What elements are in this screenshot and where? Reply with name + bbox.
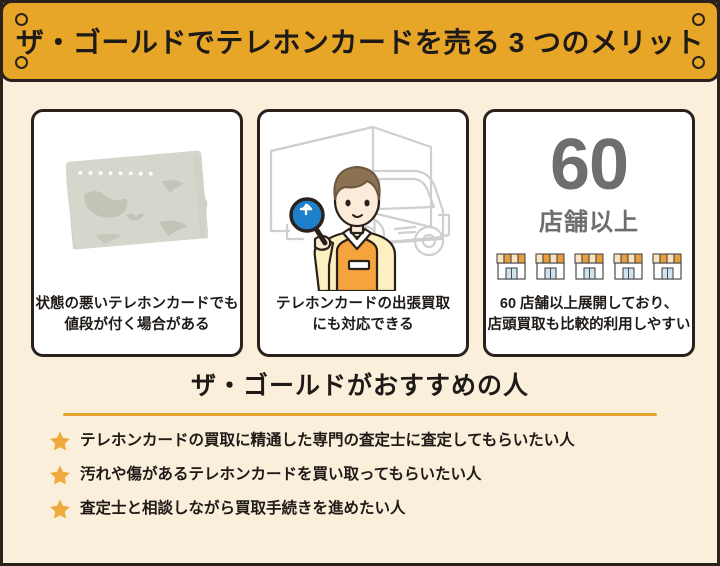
benefit-card-2-caption: テレホンカードの出張買取 にも対応できる (260, 294, 466, 354)
appraiser-truck-illustration (269, 125, 451, 291)
rivet-top-left-icon (15, 13, 28, 26)
list-item: 査定士と相談しながら買取手続きを進めたい人 (49, 498, 689, 520)
star-icon (50, 431, 70, 451)
benefit-card-3: 60 店舗以上 (483, 109, 695, 357)
damaged-telephone-card-icon (34, 112, 240, 294)
store-count-label: 店舗以上 (539, 208, 639, 236)
rivet-bottom-right-icon (692, 56, 705, 69)
damaged-card-illustration (65, 150, 209, 250)
star-icon (50, 499, 70, 519)
header-banner: ザ・ゴールドでテレホンカードを売る 3 つのメリット (3, 3, 717, 82)
section-divider (63, 413, 657, 416)
recommend-list: テレホンカードの買取に精通した専門の査定士に査定してもらいたい人 汚れや傷がある… (31, 430, 689, 520)
rivet-bottom-left-icon (15, 56, 28, 69)
section-title: ザ・ゴールドがおすすめの人 (190, 372, 529, 400)
list-item-label: 汚れや傷があるテレホンカードを買い取ってもらいたい人 (80, 465, 482, 483)
page-title: ザ・ゴールドでテレホンカードを売る 3 つのメリット (15, 27, 705, 58)
shop-icon (612, 253, 643, 280)
caption-line-1: 状態の悪いテレホンカードでも (35, 296, 239, 312)
shop-icon (651, 253, 682, 280)
rivet-top-right-icon (692, 13, 705, 26)
list-item-label: テレホンカードの買取に精通した専門の査定士に査定してもらいたい人 (80, 431, 575, 449)
caption-line-2: 値段が付く場合がある (64, 317, 210, 334)
benefit-card-1-caption: 状態の悪いテレホンカードでも 値段が付く場合がある (34, 294, 240, 354)
star-icon (50, 465, 70, 485)
store-count-number: 60 (549, 125, 629, 206)
list-item: テレホンカードの買取に精通した専門の査定士に査定してもらいたい人 (49, 430, 689, 452)
appraiser-with-truck-icon (260, 112, 466, 294)
benefit-card-3-caption: 60 店舗以上展開しており、 店頭買取も比較的利用しやすい (486, 294, 692, 354)
list-item: 汚れや傷があるテレホンカードを買い取ってもらいたい人 (49, 464, 689, 486)
benefit-card-1: 状態の悪いテレホンカードでも 値段が付く場合がある (31, 109, 243, 357)
shop-icon (534, 253, 565, 280)
recommended-section: ザ・ゴールドがおすすめの人 テレホンカードの買取に精通した専門の査定士に査定して… (3, 371, 717, 532)
benefit-cards-row: 状態の悪いテレホンカードでも 値段が付く場合がある (31, 109, 695, 357)
caption-line-2: にも対応できる (312, 317, 414, 334)
list-item-label: 査定士と相談しながら買取手続きを進めたい人 (80, 499, 406, 517)
caption-line-1: 60 店舗以上展開しており、 (499, 296, 679, 312)
caption-line-2: 店頭買取も比較的利用しやすい (487, 317, 691, 334)
caption-line-1: テレホンカードの出張買取 (276, 296, 450, 312)
store-count-art: 60 店舗以上 (486, 112, 692, 294)
shop-icons-row (495, 251, 684, 281)
benefit-card-2: テレホンカードの出張買取 にも対応できる (257, 109, 469, 357)
shop-icon (495, 253, 526, 280)
shop-icon (573, 253, 604, 280)
